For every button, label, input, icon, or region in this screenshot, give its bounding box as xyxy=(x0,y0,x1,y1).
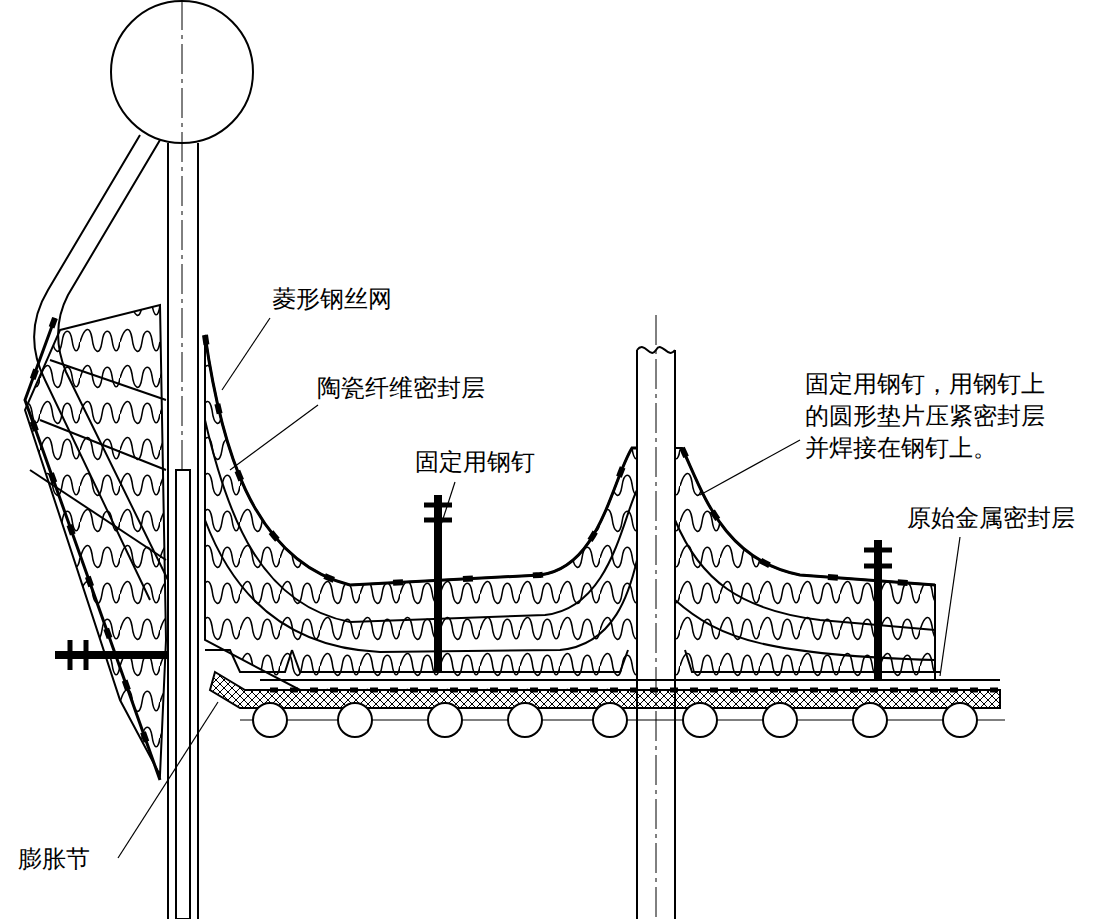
part-label: 固定用钢钉 xyxy=(413,446,537,478)
part-label: 陶瓷纤维密封层 xyxy=(315,372,487,404)
part-label: 膨胀节 xyxy=(16,843,92,875)
part-label: 菱形钢丝网 xyxy=(270,283,394,315)
part-label: 原始金属密封层 xyxy=(905,502,1077,534)
part-label: 固定用钢钉，用钢钉上 的圆形垫片压紧密封层 并焊接在钢钉上。 xyxy=(803,368,1059,464)
